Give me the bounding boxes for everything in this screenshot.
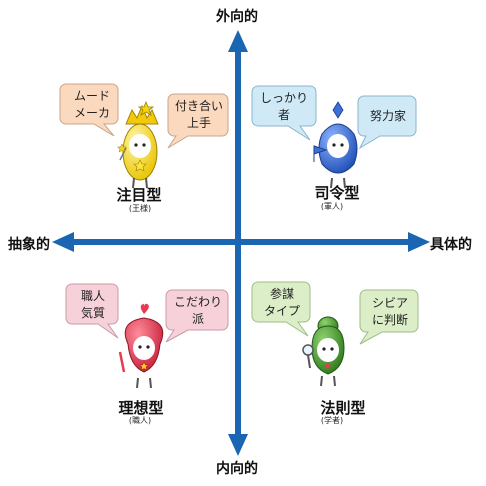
speech-bubble — [165, 289, 229, 343]
wand-icon — [119, 147, 127, 161]
bubble-line: 付き合い — [174, 99, 223, 113]
face — [129, 134, 151, 158]
bubble-text: 参謀 タイプ — [254, 286, 310, 320]
face — [133, 336, 155, 360]
bubble-text: 付き合い 上手 — [170, 98, 228, 132]
leg — [333, 375, 336, 387]
speech-bubble — [251, 281, 311, 337]
magnifier-icon — [302, 344, 314, 356]
bubble-line: 者 — [277, 108, 290, 122]
quadrant-bottom-left — [65, 283, 229, 389]
type-name: 理想型 — [118, 399, 164, 417]
leg — [320, 375, 323, 387]
type-name: 法則型 — [320, 399, 366, 417]
leg — [343, 177, 346, 189]
quadrant-top-right — [251, 85, 417, 189]
bubble-text: しっかり 者 — [254, 90, 314, 124]
bubble-text: シビア に判断 — [362, 295, 418, 329]
speech-bubble — [65, 283, 119, 339]
bubble-text: 職人 気質 — [68, 288, 118, 322]
bubble-line: ムード — [73, 89, 110, 103]
character-craftsman — [118, 303, 164, 389]
diamond-icon — [332, 101, 344, 119]
speech-bubble — [167, 93, 229, 149]
type-name: 注目型 — [116, 186, 162, 204]
character-king — [116, 100, 159, 189]
star-icon — [116, 143, 128, 153]
axis-label-bottom: 内向的 — [216, 461, 258, 477]
eye — [142, 143, 146, 147]
eye — [146, 345, 150, 349]
quadrant-top-left — [59, 83, 229, 189]
leg — [330, 177, 333, 189]
bubble-line: メーカ — [73, 106, 110, 120]
bubble-text: こだわり 派 — [168, 294, 228, 328]
heart-icon — [140, 303, 149, 314]
type-subtitle: (軍人) — [320, 202, 344, 211]
bubble-text: ムード メーカ — [66, 88, 118, 122]
leg — [149, 377, 152, 389]
bubble-text: 努力家 — [360, 108, 416, 125]
bubble-line: 職人 — [80, 289, 105, 303]
type-subtitle: (職人) — [128, 416, 152, 425]
bubble-line: タイプ — [263, 304, 300, 318]
axis-label-right: 具体的 — [430, 237, 472, 253]
leg — [145, 177, 148, 189]
bubble-line: 努力家 — [369, 109, 406, 123]
eye — [330, 347, 334, 351]
bubble-line: しっかり — [259, 91, 308, 105]
type-subtitle: (王様) — [128, 204, 152, 213]
axis-label-left: 抽象的 — [8, 237, 50, 253]
arrow-right-icon — [408, 232, 430, 252]
star-icon — [137, 100, 155, 116]
speech-bubble — [59, 83, 119, 137]
arrow-down-icon — [228, 434, 248, 456]
bubble-line: 参謀 — [269, 287, 294, 301]
eye — [322, 347, 326, 351]
speech-bubble — [357, 95, 417, 150]
bubble-line: に判断 — [371, 313, 408, 327]
axes — [52, 30, 430, 456]
face — [327, 134, 349, 158]
arrow-left-icon — [52, 232, 74, 252]
flag-icon — [313, 145, 328, 162]
axis-label-top: 外向的 — [216, 9, 258, 25]
bubble-line: 上手 — [186, 116, 211, 130]
bubble-line: シビア — [371, 296, 408, 310]
star-icon — [138, 361, 150, 371]
type-subtitle: (学者) — [320, 416, 344, 425]
bubble-line: 派 — [191, 312, 204, 326]
bubble-line: 気質 — [80, 306, 105, 320]
leg — [132, 177, 135, 189]
type-name: 司令型 — [314, 184, 360, 202]
bubble-line: こだわり — [173, 295, 222, 309]
eye — [138, 345, 142, 349]
speech-bubble — [251, 85, 317, 141]
star-icon — [133, 159, 147, 172]
arrow-up-icon — [228, 30, 248, 52]
pencil-icon — [118, 351, 126, 373]
quadrant-bottom-right — [251, 281, 419, 387]
badge-icon — [325, 363, 331, 369]
speech-bubble — [359, 289, 419, 345]
leg — [136, 377, 139, 389]
face — [317, 338, 339, 362]
eye — [340, 143, 344, 147]
character-scholar — [302, 316, 345, 387]
magnifier-handle — [307, 354, 311, 369]
eye — [332, 143, 336, 147]
character-soldier — [313, 101, 358, 189]
eye — [134, 143, 138, 147]
